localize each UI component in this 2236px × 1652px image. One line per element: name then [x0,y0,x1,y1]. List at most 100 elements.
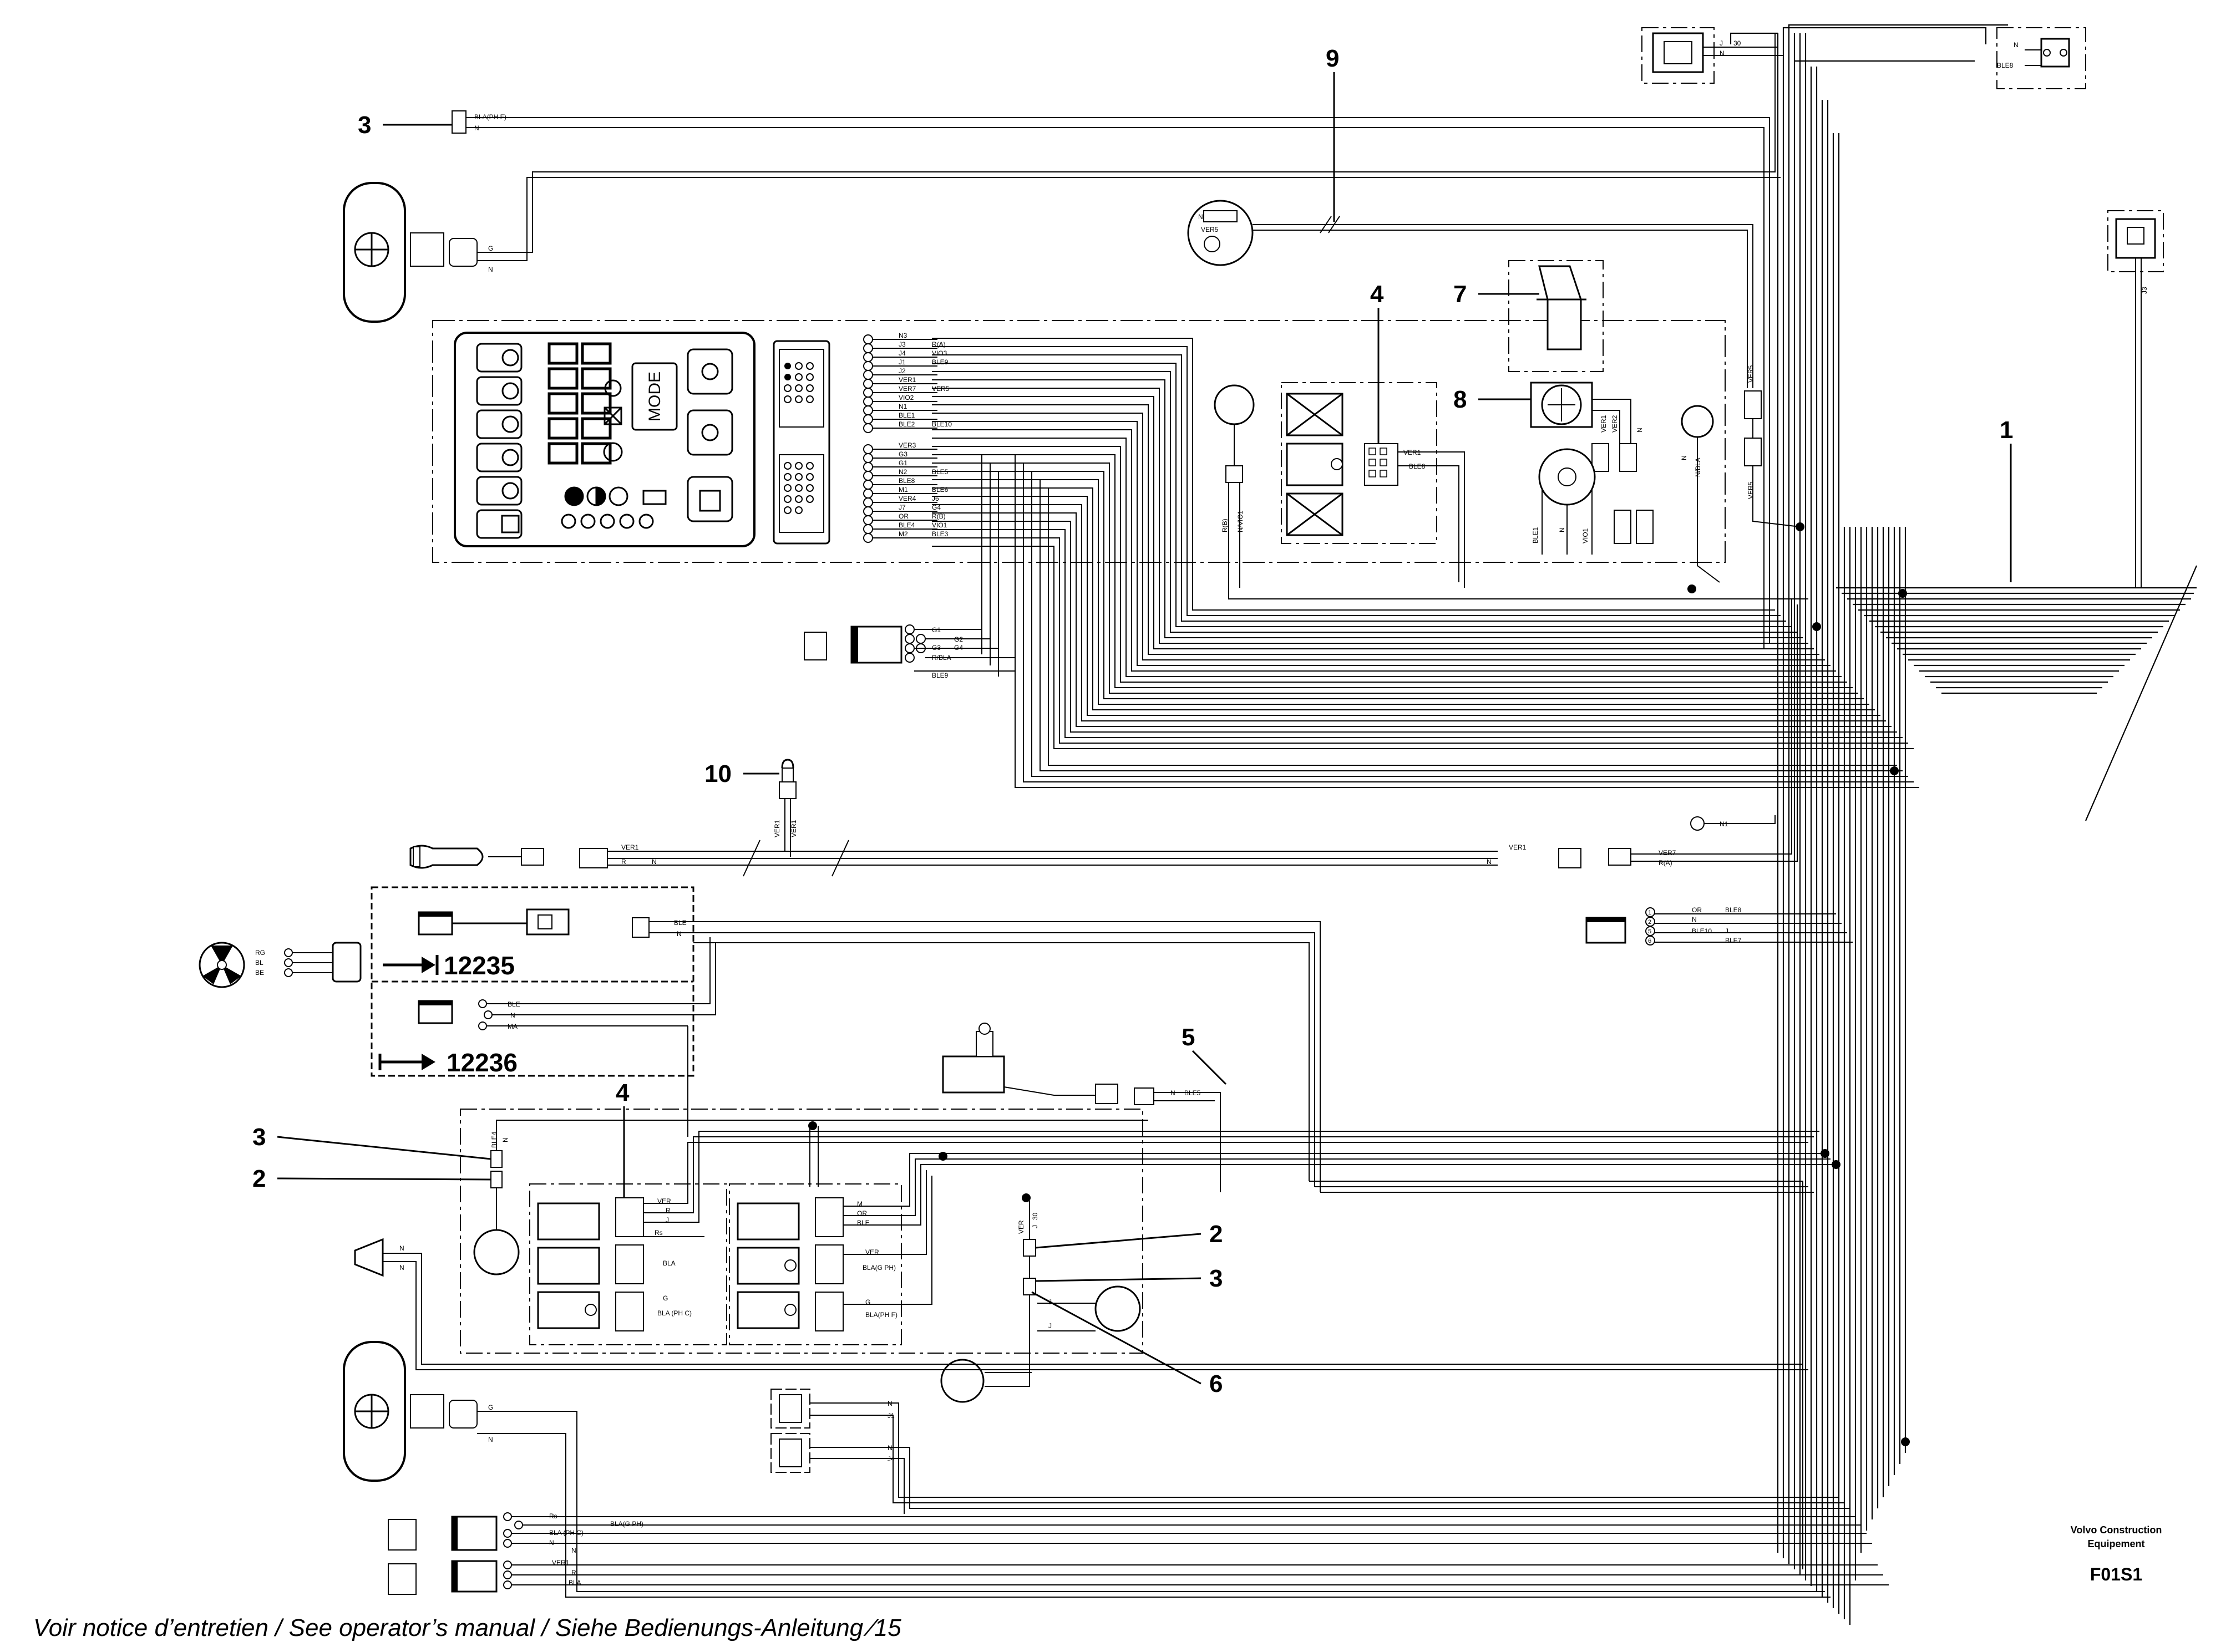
rc-wire: BLE8 [1725,906,1742,914]
fan-icon: RG BL BE [199,942,362,988]
speaker-wire-label: N [488,1436,493,1443]
sensor-9-wire: VER5 [1201,226,1219,233]
option-wire: N [677,930,682,938]
sensor-10-wire: VER1 [773,820,781,837]
plug-right-wire: N/BLA [1694,458,1702,477]
harness-label: VER1 [1509,843,1527,851]
bottom-relay-wire: BLA (PH C) [657,1309,692,1317]
horn-wire: N [399,1264,404,1272]
dash-wire-label-right: VIO1 [932,521,947,529]
bottom-switches: N J1 N J4 [770,1389,1850,1514]
dash-wire-label: J1 [899,358,906,366]
callout-5: 5 [1182,1024,1195,1051]
switch-2-wire: 30 [1031,1212,1039,1220]
dash-wire-label: BLE4 [899,521,915,529]
dash-wire-label: N3 [899,332,907,339]
dash-wire-label-right: BLE3 [932,530,949,538]
socket-8-wire: N [1636,428,1644,433]
sensor-9-wire: N [1198,213,1203,221]
harness-label: N [1487,858,1492,866]
dash-wire-label: VIO2 [899,394,914,401]
fan-wire: BE [255,969,264,977]
bottom-relay-wire: BLA(G PH) [863,1264,896,1272]
footer-note: Voir notice d’entretien / See operator’s… [33,1614,901,1641]
ver5-connectors: VER5 VER5 [1744,365,1801,527]
plug-right [1681,405,1714,438]
top-right-switch: J N 30 N BLE8 [1641,27,2086,89]
bottom-relay-wire: J [666,1216,669,1224]
plug-right-wire: N [1680,455,1688,460]
top-left-speaker: G N [343,33,1781,323]
rc-pin: 5 [1648,928,1651,935]
bconn-wire: R [571,1569,576,1577]
harness-label: N [652,858,657,866]
dash-wire-label: VER1 [899,376,916,384]
drawing-code: F01S1 [2090,1564,2142,1584]
callout-4-bottom: 4 [616,1079,630,1106]
dash-wire-label: M2 [899,530,908,538]
rc-pin: 6 [1648,938,1651,944]
bottom-relay-wire: G [865,1298,870,1306]
dash-wire-label-right: VIO3 [932,349,947,357]
dash-wire-label: J4 [899,349,906,357]
speaker-wire-label: G [488,245,493,252]
speaker-wire-label: G [488,1404,493,1411]
dash-pin-numbers [863,334,873,543]
dash-wire-label: VER4 [899,495,916,502]
switch-2-wire: VER [1017,1220,1025,1234]
harness-label: R(A) [1659,859,1672,867]
option-code-a: 12235 [444,951,515,980]
callout-3-mid: 3 [252,1124,266,1151]
dashboard-group: MODE [432,320,1907,775]
rc-wire: BLE7 [1725,937,1742,944]
callout-4-top: 4 [1370,281,1384,308]
relay-box-top [1281,382,1437,544]
bottom-relay-group: VER R J Rs BLA G BLA (PH C) M OR BLE VER… [460,1109,1910,1446]
dash-wire-label-right: R(A) [932,340,946,348]
footer: Voir notice d’entretien / See operator’s… [33,1524,2162,1641]
dash-wire-label: J3 [899,340,906,348]
bottom-speaker: G N [343,1341,577,1553]
dashboard-wire-fan [932,338,1919,788]
rc-wire: J [1725,927,1728,935]
ver5-label: VER5 [1747,365,1755,383]
mode-box [631,362,678,431]
mode-label: MODE [646,372,664,421]
dash-wire-label-right: BLE6 [932,486,949,494]
dash-wire-label: BLE8 [899,477,915,485]
rc-pin: 2 [1648,919,1651,926]
horn-icon: N N [354,1238,1808,1370]
callout-7: 7 [1453,281,1467,308]
option-code-b: 12236 [447,1048,518,1077]
dash-wire-label: OR [899,512,909,520]
top-connector-3: BLA(PH F) N [452,110,1770,649]
brand-line-2: Equipement [2087,1538,2144,1549]
dash-wire-label: J2 [899,367,906,375]
main-harness [1730,24,2198,1625]
horn-wire: N [399,1244,404,1252]
ign-wire: VIO1 [1581,528,1589,543]
bottom-relay-wire: Rs [655,1229,663,1237]
callout-3-top: 3 [358,111,371,139]
harness-label: R [621,858,626,866]
far-right-wire: BLE8 [1997,62,2014,69]
socket-8-wire: VER2 [1611,415,1619,433]
right-switch: J3 [2107,210,2164,588]
dash-wire-label: BLE2 [899,420,915,428]
bottom-relay-wire: G [663,1294,668,1302]
small-connector-wire: BLE9 [932,672,949,679]
dash-wire-label: VER3 [899,441,916,449]
callouts: 9 3 4 7 8 1 10 5 4 3 2 2 3 6 [252,45,2013,1397]
callout-9: 9 [1326,45,1339,72]
switch-2-wire: J [1031,1225,1039,1228]
dash-wire-label-right: BLE10 [932,420,952,428]
dash-wire-label: M1 [899,486,908,494]
dash-wire-label: G1 [899,459,907,467]
motor-6: J J [940,1285,1141,1403]
option-wire: BLE [674,919,687,927]
dash-wire-label-right: G4 [932,504,941,511]
dash-wire-label: N2 [899,468,907,476]
callout-2-left: 2 [252,1165,266,1192]
fan-wire: RG [255,949,265,957]
right-connector: 1 2 5 6 OR N BLE10 J BLE8 BLE7 [1585,906,1853,946]
